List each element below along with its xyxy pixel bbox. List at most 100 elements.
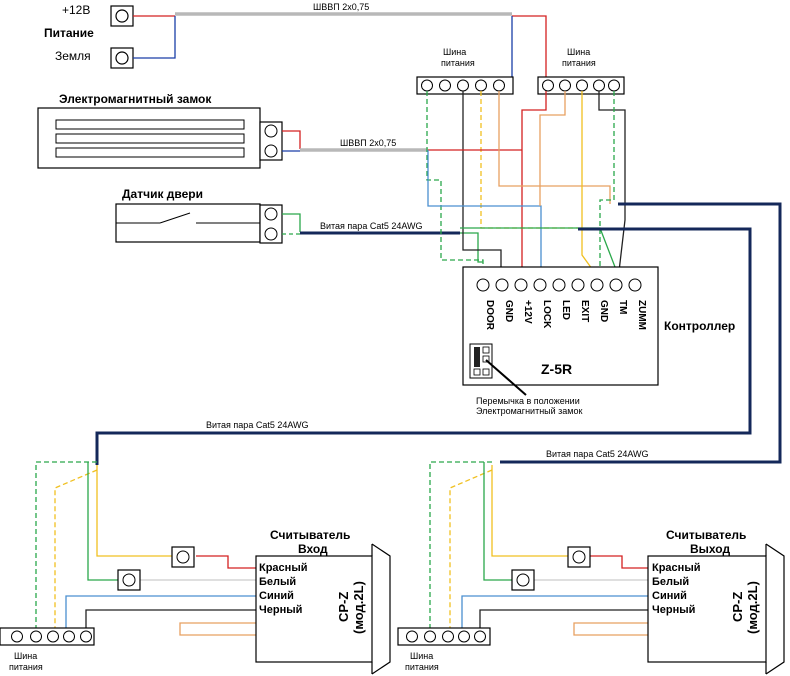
wire-bus-right-orange (539, 91, 566, 206)
reader-out-wire-white: Белый (652, 576, 689, 588)
controller-pin-label: +12V (522, 300, 533, 324)
wire-top-blue (499, 16, 513, 80)
reader-in-wire-red: Красный (259, 562, 307, 574)
wire-bus-right-black (598, 91, 626, 281)
lock-terminal (259, 121, 283, 161)
reader-in-title-1: Считыватель (270, 528, 350, 542)
controller-pin-terminal (552, 278, 566, 292)
reader-in-wire-blue: Синий (259, 590, 294, 602)
power-title: Питание (44, 26, 94, 40)
rin-terminal-white (117, 569, 141, 591)
reader-in-wire-black: Черный (259, 604, 302, 616)
bus-bl-label-1: Шина (14, 651, 37, 661)
controller-pin-terminal (590, 278, 604, 292)
reader-in-body (255, 543, 391, 675)
wire-lock-blue-to-ctrl (427, 150, 542, 280)
bus-right-label-1: Шина (567, 47, 590, 57)
cable-reader-in-label: Витая пара Cat5 24AWG (206, 420, 309, 430)
controller-pin-label: GND (503, 300, 514, 322)
bus-left-label-2: питания (441, 58, 475, 68)
rout-wire-blue (461, 595, 648, 628)
reader-in-title-2: Вход (298, 542, 328, 556)
rin-wire-green (87, 462, 118, 581)
sensor-terminal (259, 204, 283, 244)
controller-pin-terminal (571, 278, 585, 292)
wire-sensor-green (282, 213, 301, 232)
wire-bus-right-green (599, 91, 615, 280)
bus-bl-label-2: питания (9, 662, 43, 672)
reader-in-model-2: (мод.2L) (351, 581, 366, 634)
wire-plus12v-red (521, 91, 547, 280)
jumper-block (469, 343, 493, 379)
wire-yellow-dashed-1 (480, 91, 578, 229)
bus-left-label-1: Шина (443, 47, 466, 57)
wire-top-red (512, 15, 547, 78)
controller-pin-terminal (628, 278, 642, 292)
controller-pin-label: TM (617, 300, 628, 314)
rout-wire-red (590, 555, 648, 569)
controller-pin-terminal (533, 278, 547, 292)
jumper-note-2: Электромагнитный замок (476, 406, 582, 416)
rout-terminal-white (511, 569, 535, 591)
controller-pin-label: LOCK (541, 300, 552, 329)
bus-bar-bottom-left (0, 627, 95, 646)
reader-out-model-1: CP-Z (730, 592, 745, 622)
reader-out-model-2: (мод.2L) (745, 581, 760, 634)
bus-br-label-1: Шина (410, 651, 433, 661)
rin-terminal-red (171, 546, 195, 568)
controller-pin-terminal (609, 278, 623, 292)
wire-door-green-dashed (426, 91, 484, 280)
lock-title: Электромагнитный замок (59, 92, 212, 106)
rout-wire-green (483, 462, 512, 581)
controller-model: Z-5R (541, 361, 572, 377)
bus-bar-right (537, 76, 625, 95)
controller-pin-label: EXIT (579, 300, 590, 322)
controller-pin-label: ZUMM (636, 300, 647, 330)
cable-lock-label: ШВВП 2x0,75 (340, 138, 396, 148)
power-terminal-ground (110, 47, 134, 69)
cable-reader-out-navy (500, 202, 782, 464)
reader-out-wire-blue: Синий (652, 590, 687, 602)
wire-lock-red (282, 130, 301, 149)
wire-orange (498, 91, 611, 204)
rin-wire-black (85, 609, 256, 628)
reader-in-wire-white: Белый (259, 576, 296, 588)
cable-reader-in-navy (95, 227, 752, 465)
reader-out-title-1: Считыватель (666, 528, 746, 542)
controller-pin-terminal (514, 278, 528, 292)
rout-wire-yellow (491, 465, 568, 557)
reader-out-wire-black: Черный (652, 604, 695, 616)
cable-reader-out-label: Витая пара Cat5 24AWG (546, 449, 649, 459)
jumper-note-1: Перемычка в положении (476, 396, 580, 406)
rout-wire-green-dashed (429, 461, 492, 628)
controller-pin-label: LED (560, 300, 571, 320)
bus-bar-bottom-right (397, 627, 491, 646)
jumper-pointer (485, 359, 527, 396)
power-plus12-label: +12В (62, 3, 90, 17)
rout-wire-yellow-dashed (449, 469, 493, 628)
electromagnetic-lock (37, 107, 261, 169)
controller-title: Контроллер (664, 319, 735, 333)
controller-pin-label: DOOR (484, 300, 495, 331)
wire-door-green (460, 232, 483, 263)
reader-out-title-2: Выход (690, 542, 730, 556)
bus-right-label-2: питания (562, 58, 596, 68)
wire-gnd-black (462, 91, 502, 280)
reader-in-model-1: CP-Z (336, 592, 351, 622)
rin-wire-blue (65, 595, 256, 628)
controller-pin-terminal (476, 278, 490, 292)
cable-top-label: ШВВП 2x0,75 (313, 2, 369, 12)
reader-out-wire-red: Красный (652, 562, 700, 574)
rin-wire-yellow (96, 465, 172, 557)
controller-pin-label: GND (598, 300, 609, 322)
door-sensor (115, 203, 261, 243)
cable-sensor-label: Витая пара Cat5 24AWG (320, 221, 423, 231)
wire-ground-blue (133, 16, 176, 59)
rin-wire-orange (179, 622, 256, 636)
controller-pins: DOOR GND +12V LOCK LED EXIT GND TM ZUMM (476, 278, 647, 331)
rout-wire-orange (573, 622, 648, 636)
reader-out-body (647, 543, 785, 675)
door-sensor-title: Датчик двери (122, 187, 203, 201)
controller-pin-terminal (495, 278, 509, 292)
rin-wire-yellow-dashed (54, 469, 98, 628)
